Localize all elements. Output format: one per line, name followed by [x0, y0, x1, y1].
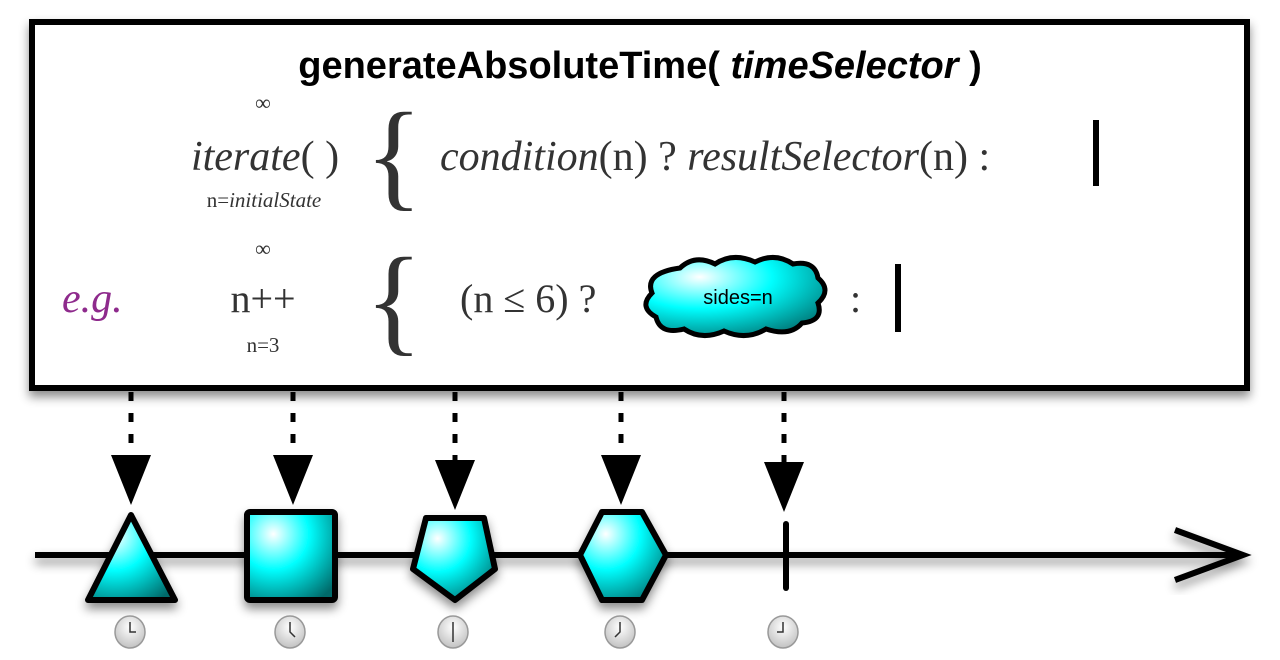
completion-bar — [895, 264, 901, 332]
condition-expression: condition(n) ? resultSelector(n) : — [440, 134, 990, 180]
arrowheads — [111, 455, 804, 512]
step-expression: n++ — [230, 276, 295, 321]
completion-bar — [1093, 120, 1099, 186]
iterate-expression: iterate( ) — [191, 134, 339, 180]
clock-icon — [114, 615, 146, 649]
initial-state-label: n=initialState — [207, 188, 322, 212]
square-marble — [244, 509, 338, 603]
emission-arrows — [128, 392, 787, 462]
operator-box — [29, 19, 1250, 391]
example-condition: (n ≤ 6) ? — [460, 276, 596, 321]
colon: : — [850, 276, 861, 321]
brace: { — [365, 233, 423, 366]
eg-label: e.g. — [62, 276, 123, 322]
infinity-symbol: ∞ — [255, 236, 271, 261]
brace: { — [365, 88, 423, 221]
initial-value-label: n=3 — [247, 333, 280, 357]
infinity-symbol: ∞ — [255, 90, 271, 115]
hexagon-marble — [577, 509, 669, 603]
pentagon-marble — [410, 515, 498, 603]
cloud-result: sides=n — [643, 255, 828, 338]
triangle-marble — [85, 512, 178, 603]
operator-title: generateAbsoluteTime( timeSelector ) — [298, 45, 982, 87]
clock-icon — [437, 615, 469, 649]
clock-icon — [604, 615, 636, 649]
clock-icon — [767, 615, 799, 649]
cloud-label: sides=n — [703, 287, 773, 309]
clock-icon — [274, 615, 306, 649]
